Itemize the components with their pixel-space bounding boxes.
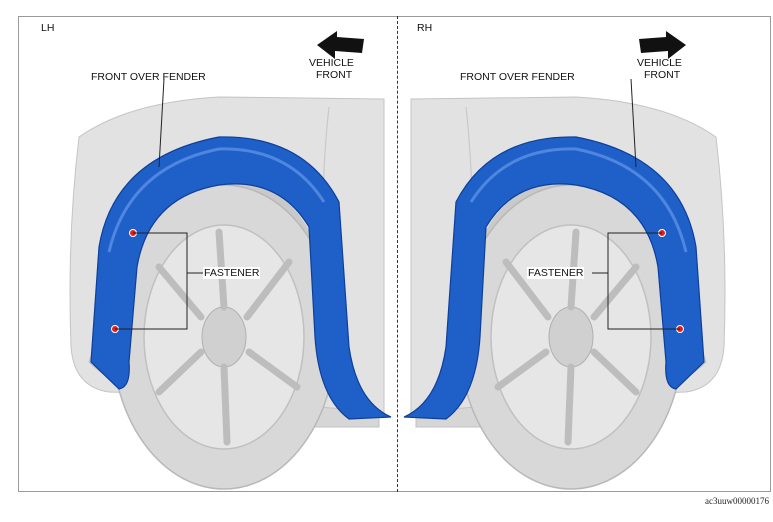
panel-divider	[397, 16, 398, 492]
lh-fastener-callout: FASTENER	[203, 267, 261, 279]
lh-vehicle-front-line1: VEHICLE	[309, 57, 354, 69]
rh-vehicle-front-line1: VEHICLE	[637, 57, 682, 69]
figure-frame: LH FRONT OVER FENDER FASTENER VEHICLE FR…	[18, 16, 771, 492]
rh-illustration	[403, 31, 726, 490]
lh-illustration	[69, 31, 392, 490]
rh-side-label: RH	[417, 22, 433, 34]
figure-code: ac3uuw00000176	[705, 496, 769, 506]
lh-vehicle-front-line2: FRONT	[316, 69, 353, 81]
lh-fender-highlight	[107, 147, 326, 253]
rh-vehicle-front-arrow	[639, 31, 686, 59]
lh-side-label: LH	[41, 22, 55, 34]
lh-vehicle-front-arrow	[317, 31, 364, 59]
rh-fender-callout: FRONT OVER FENDER	[460, 71, 575, 83]
rh-vehicle-front-line2: FRONT	[644, 69, 681, 81]
rh-fender-highlight	[469, 147, 688, 253]
rh-fastener-callout: FASTENER	[527, 267, 585, 279]
rh-hub	[548, 306, 594, 368]
rh-leader-lines	[592, 78, 680, 330]
lh-fender-callout: FRONT OVER FENDER	[91, 71, 206, 83]
lh-leader-lines	[115, 78, 203, 330]
